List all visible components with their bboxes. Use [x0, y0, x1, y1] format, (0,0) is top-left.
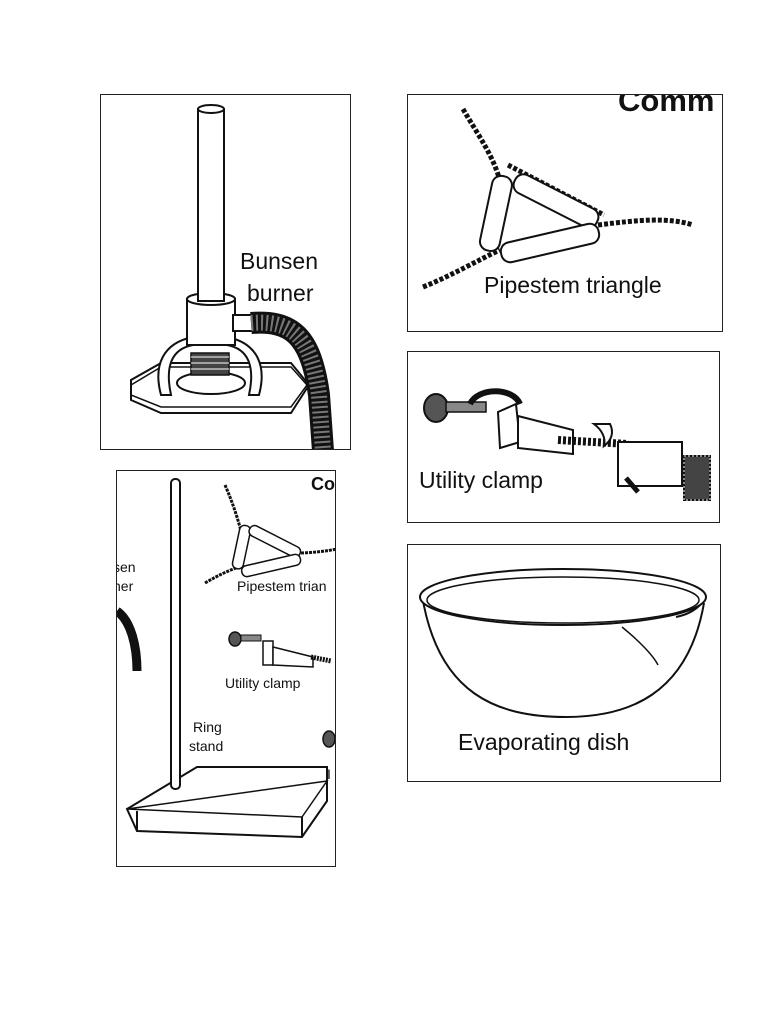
ring-stand-partial-label-right: I [327, 766, 331, 782]
bunsen-burner-panel: Bunsen burner [100, 94, 351, 450]
bunsen-burner-label-line2: burner [247, 280, 314, 306]
pipestem-triangle-drawing [422, 107, 694, 290]
ring-stand-panel: Co sen ner Pipestem trian Utility clamp … [116, 470, 336, 867]
evaporating-dish-label: Evaporating dish [458, 729, 630, 755]
ring-stand-label-line2: stand [189, 738, 224, 754]
ring-stand-drawing [117, 478, 335, 839]
ring-stand-corner-text: Co [311, 474, 335, 494]
ring-stand-label-line1: Ring [193, 719, 222, 735]
utility-clamp-drawing [423, 388, 711, 501]
pipestem-triangle-label: Pipestem triangle [484, 272, 662, 298]
evaporating-dish-panel: Evaporating dish [407, 544, 721, 782]
ring-stand-pipestem-label: Pipestem trian [237, 578, 327, 594]
ring-stand-utility-clamp-label: Utility clamp [225, 675, 301, 691]
ring-stand-partial-label-1: sen [117, 559, 136, 575]
bunsen-burner-drawing [130, 104, 334, 449]
ring-stand-partial-label-2: ner [117, 578, 134, 594]
pipestem-triangle-panel: Comm Pipestem triangle [407, 94, 723, 332]
utility-clamp-label: Utility clamp [419, 467, 543, 493]
bunsen-burner-label-line1: Bunsen [240, 248, 319, 274]
evaporating-dish-drawing [419, 568, 707, 719]
pipestem-corner-text: Comm [618, 94, 715, 118]
utility-clamp-panel: Utility clamp [407, 351, 720, 523]
